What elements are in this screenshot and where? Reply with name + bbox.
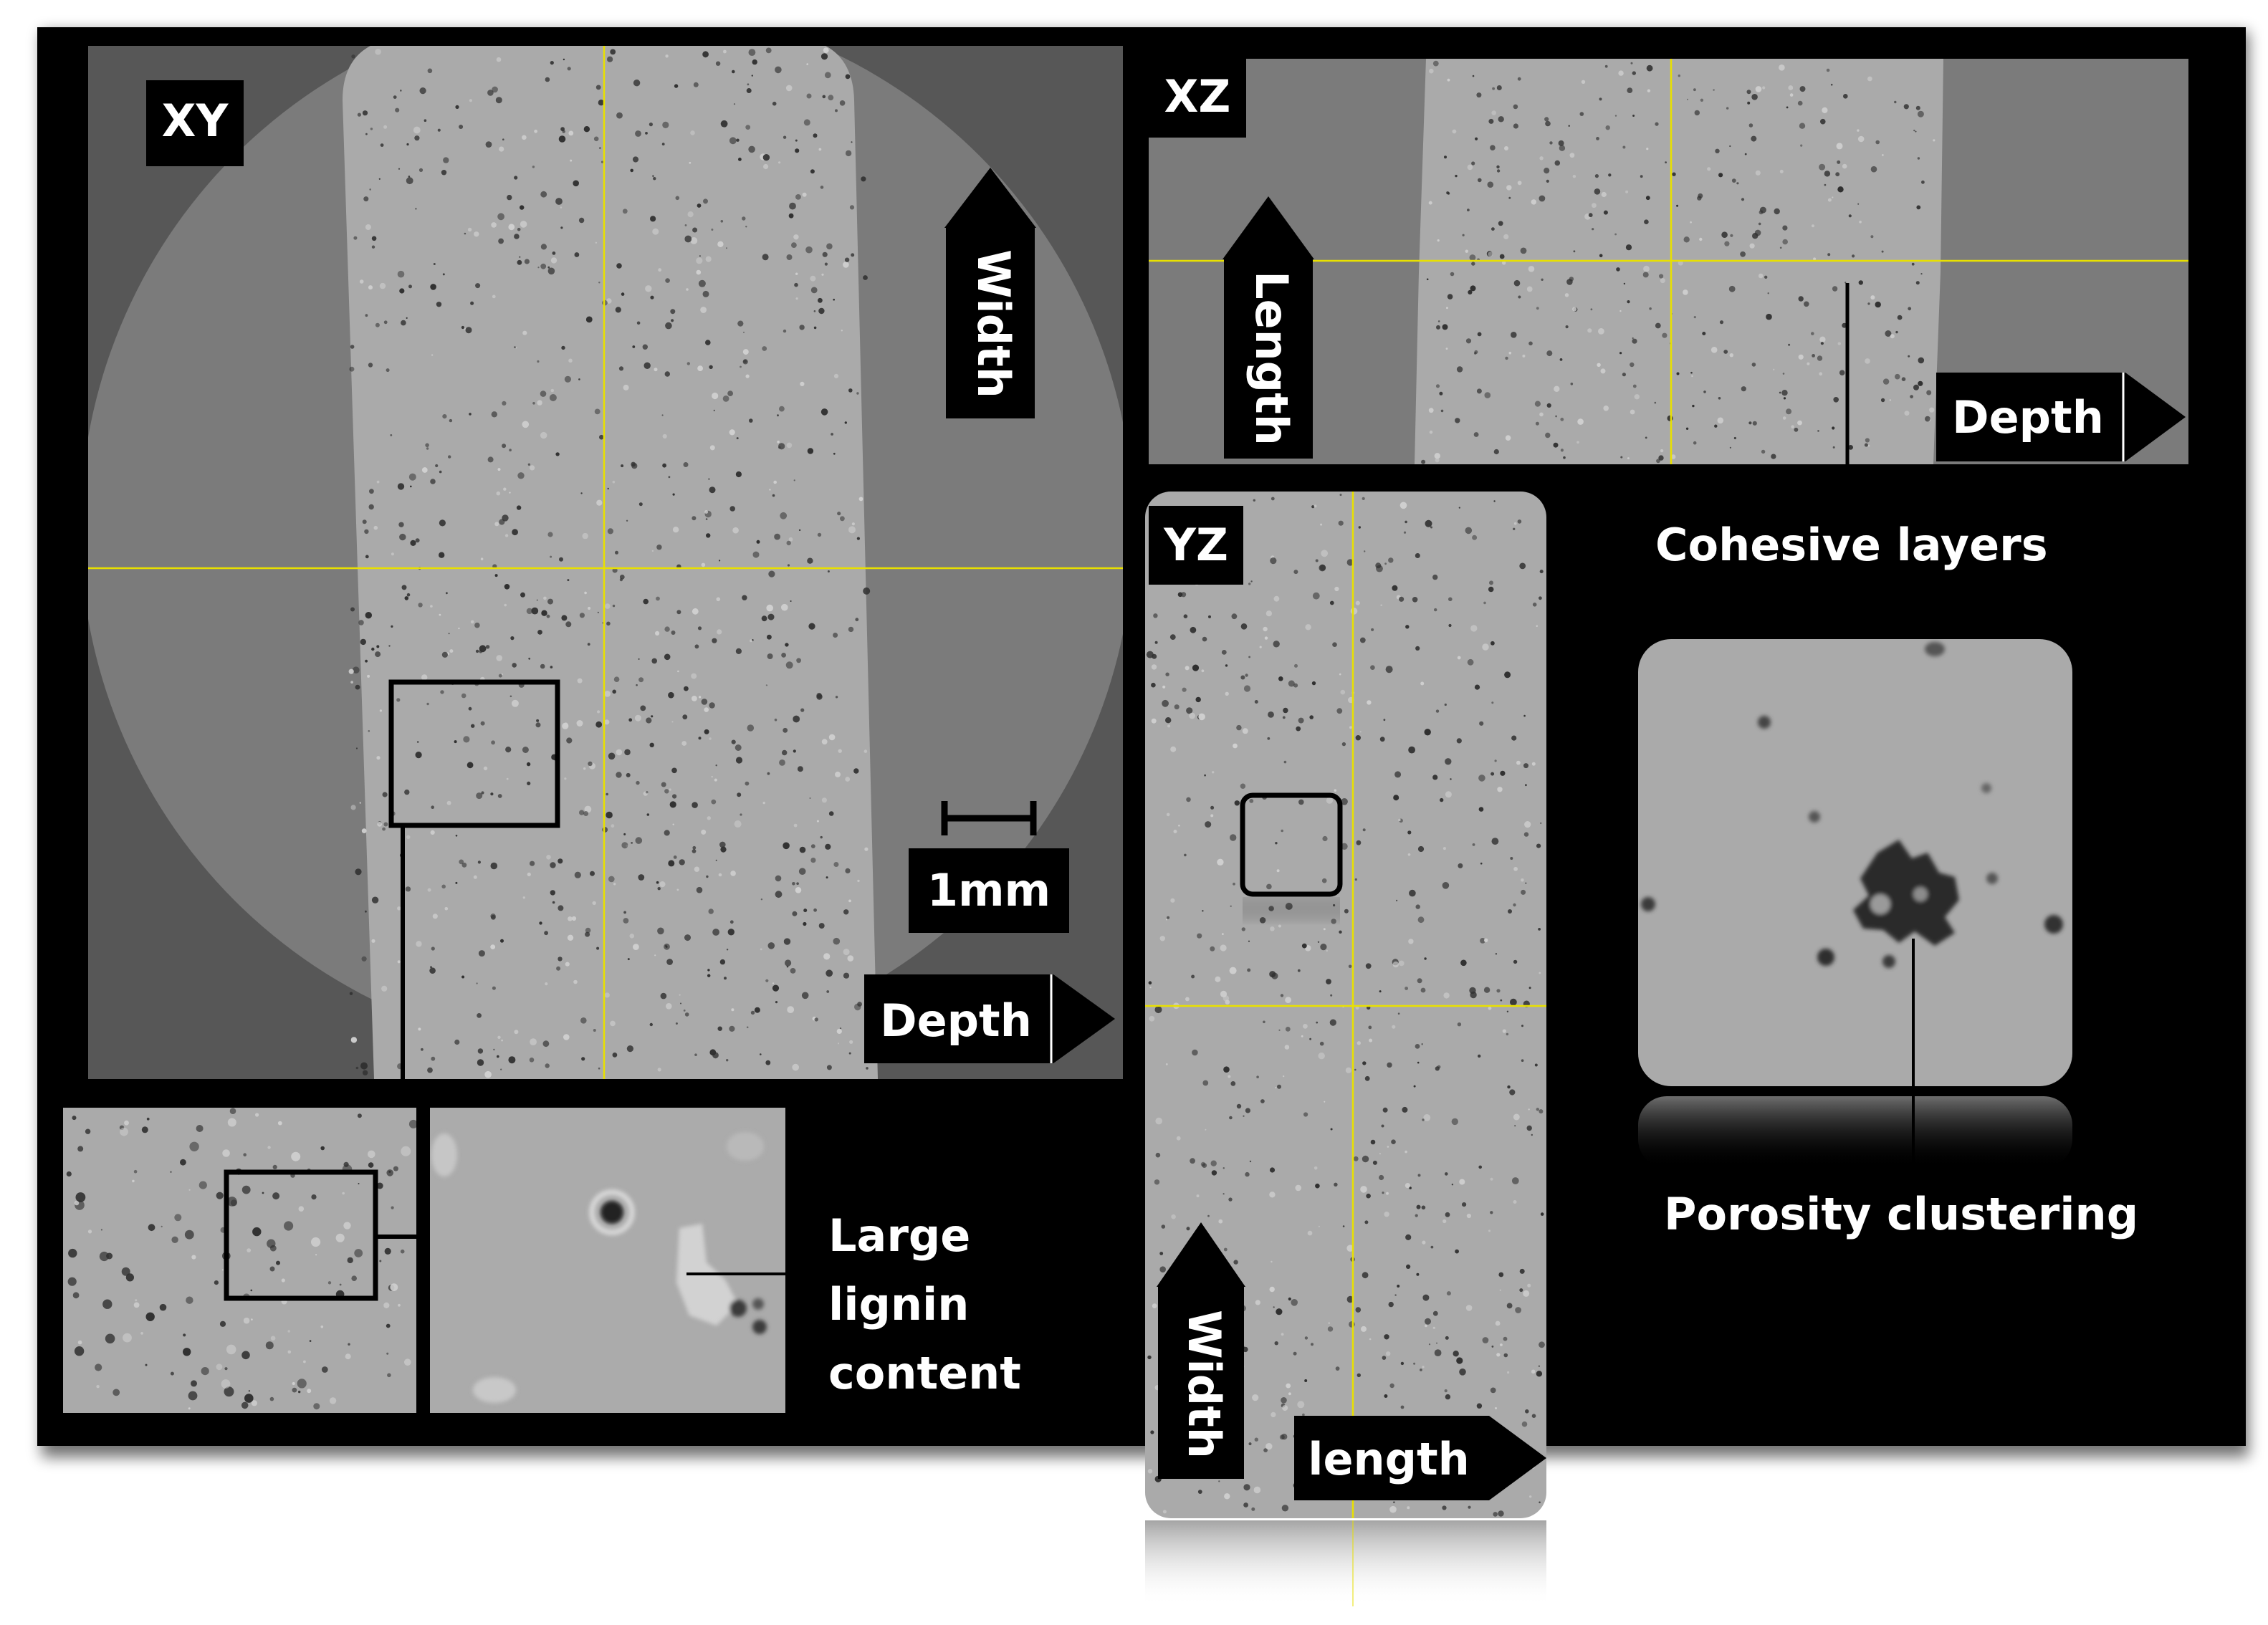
zoom-level1-pores	[66, 1108, 418, 1410]
scale-bar: 1mm	[909, 801, 1069, 933]
zoom-level2-features	[431, 1132, 767, 1403]
xy-pores	[348, 47, 871, 1078]
zoom-level1	[63, 1108, 418, 1413]
lignin-text-line3: content	[828, 1347, 1021, 1399]
porosity-cluster	[1641, 642, 2063, 968]
yz-label: YZ	[1163, 519, 1228, 571]
yz-roi-box	[1240, 792, 1343, 897]
xz-label: XZ	[1164, 70, 1231, 123]
yz-length-arrow: length	[1294, 1416, 1546, 1500]
cohesive-layers-text: Cohesive layers	[1655, 519, 2048, 571]
xz-length-label: Length	[1245, 271, 1298, 446]
yz-roi-box-reflection	[1243, 897, 1340, 926]
zoom-level2	[430, 1108, 785, 1413]
xy-width-arrow: Width	[944, 168, 1036, 418]
yz-length-label: length	[1308, 1433, 1470, 1485]
xz-depth-label: Depth	[1952, 391, 2104, 444]
yz-width-label: Width	[1178, 1310, 1230, 1459]
xy-label-box	[146, 80, 244, 166]
xz-length-arrow: Length	[1222, 196, 1314, 459]
porosity-clustering-text: Porosity clustering	[1664, 1188, 2138, 1240]
xy-roi-box	[388, 679, 560, 828]
yz-width-arrow: Width	[1157, 1222, 1245, 1479]
lignin-text-line2: lignin	[828, 1278, 969, 1331]
xy-depth-label: Depth	[880, 994, 1032, 1047]
lignin-text-line1: Large	[828, 1209, 970, 1262]
yz-reflection	[1145, 1520, 1546, 1606]
yz-label-box	[1149, 506, 1243, 585]
porosity-reflection	[1638, 1096, 2072, 1168]
xy-width-label: Width	[967, 249, 1020, 398]
xy-sample-section	[343, 46, 878, 1079]
xy-label: XY	[162, 95, 229, 147]
scale-bar-label: 1mm	[927, 864, 1051, 916]
xz-pores	[1421, 60, 1936, 464]
porosity-zoom	[1638, 639, 2072, 1086]
xy-depth-arrow: Depth	[864, 974, 1115, 1063]
xz-label-box	[1149, 59, 1246, 138]
xz-depth-arrow: Depth	[1936, 373, 2186, 461]
